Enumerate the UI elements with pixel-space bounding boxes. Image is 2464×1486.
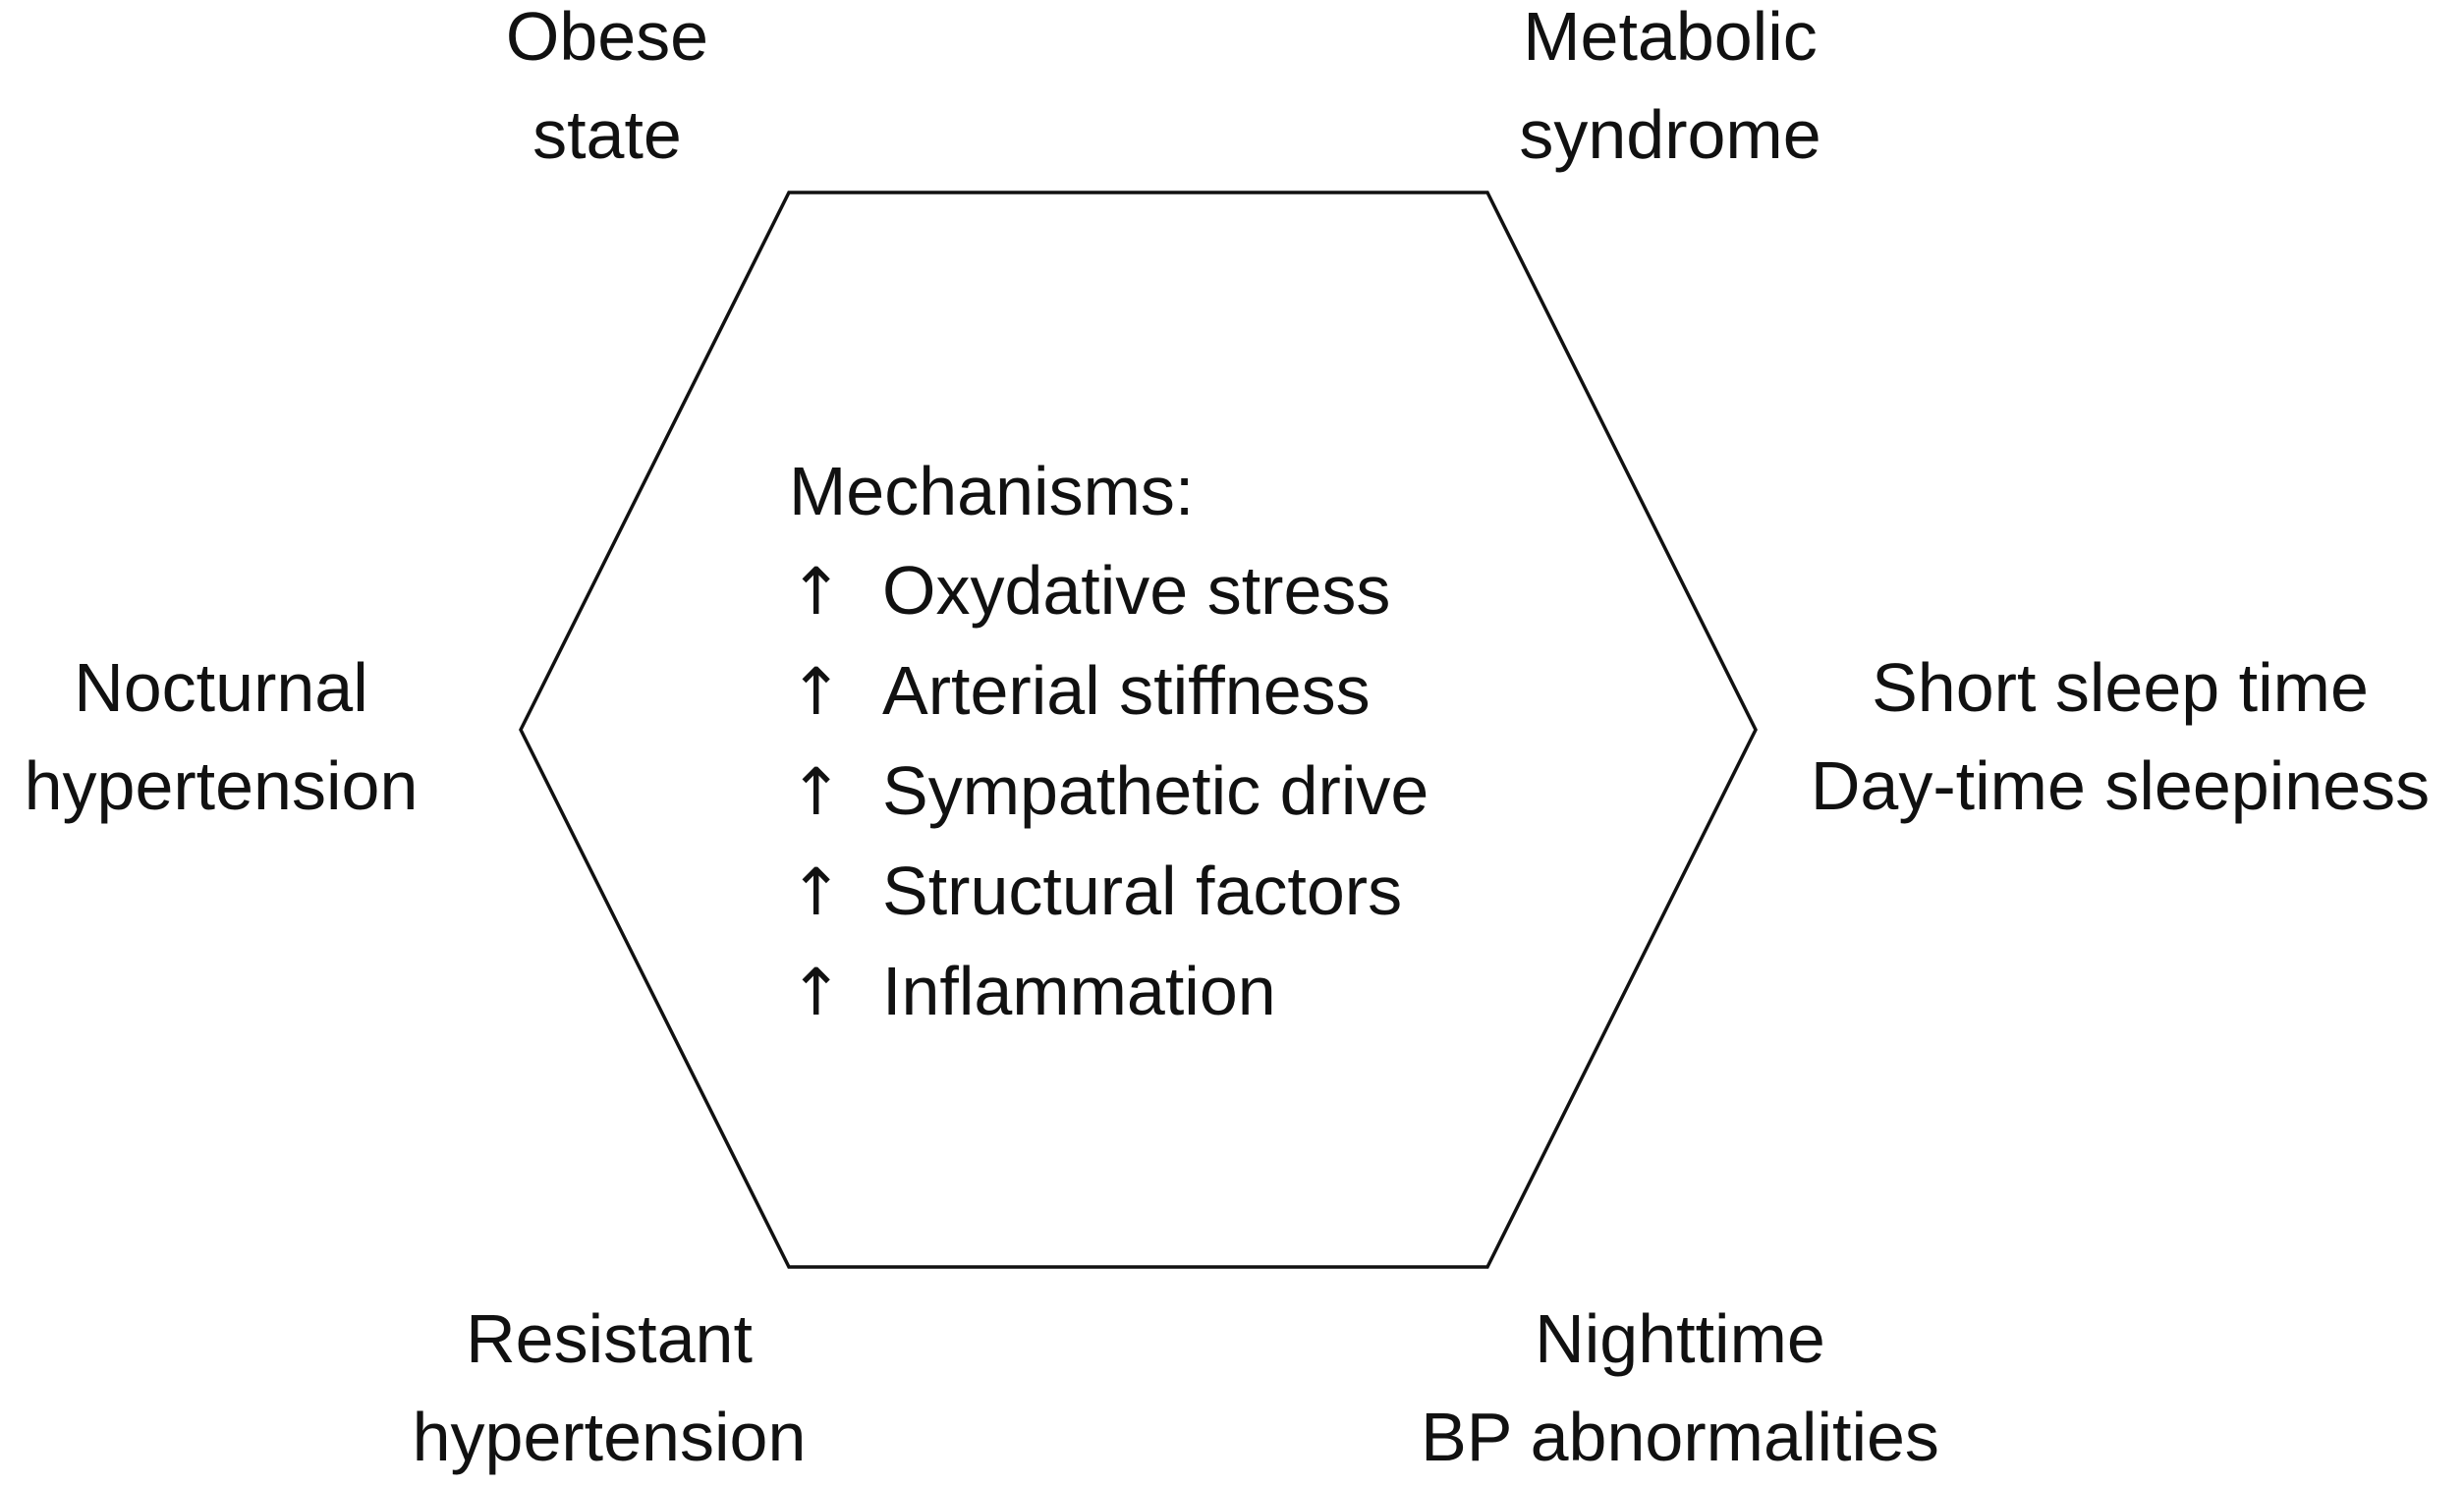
mechanism-text: Oxydative stress — [882, 552, 1391, 629]
vertex-label-resistant-hypertension: Resistant hypertension — [412, 1300, 807, 1475]
vertex-label-nighttime-bp: Nighttime BP abnormalities — [1421, 1300, 1939, 1475]
vertex-label-nocturnal-hypertension: Nocturnal hypertension — [24, 649, 419, 824]
up-arrow-icon: ↑ — [789, 554, 844, 630]
vertex-label-obese-state: Obese state — [505, 0, 709, 173]
up-arrow-icon: ↑ — [789, 654, 844, 730]
mechanism-item: ↑ Structural factors — [789, 842, 1428, 942]
up-arrow-icon: ↑ — [789, 754, 844, 830]
mechanism-text: Arterial stiffness — [882, 652, 1371, 729]
mechanism-item: ↑ Sympathetic drive — [789, 742, 1428, 842]
mechanisms-heading: Mechanisms: — [789, 453, 1195, 529]
up-arrow-icon: ↑ — [789, 854, 844, 930]
up-arrow-icon: ↑ — [789, 955, 844, 1030]
mechanisms-list: Mechanisms: ↑ Oxydative stress ↑ Arterial … — [789, 442, 1428, 1042]
mechanism-item: ↑ Oxydative stress — [789, 541, 1428, 641]
mechanism-text: Inflammation — [882, 953, 1276, 1029]
mechanism-text: Structural factors — [882, 853, 1403, 929]
mechanism-text: Sympathetic drive — [882, 752, 1429, 829]
vertex-label-metabolic-syndrome: Metabolic syndrome — [1519, 0, 1821, 173]
mechanism-item: ↑ Arterial stiffness — [789, 641, 1428, 742]
hexagon-outline — [519, 191, 1758, 1269]
mechanism-item: ↑ Inflammation — [789, 942, 1428, 1042]
vertex-label-sleep: Short sleep time Day-time sleepiness — [1810, 649, 2431, 824]
